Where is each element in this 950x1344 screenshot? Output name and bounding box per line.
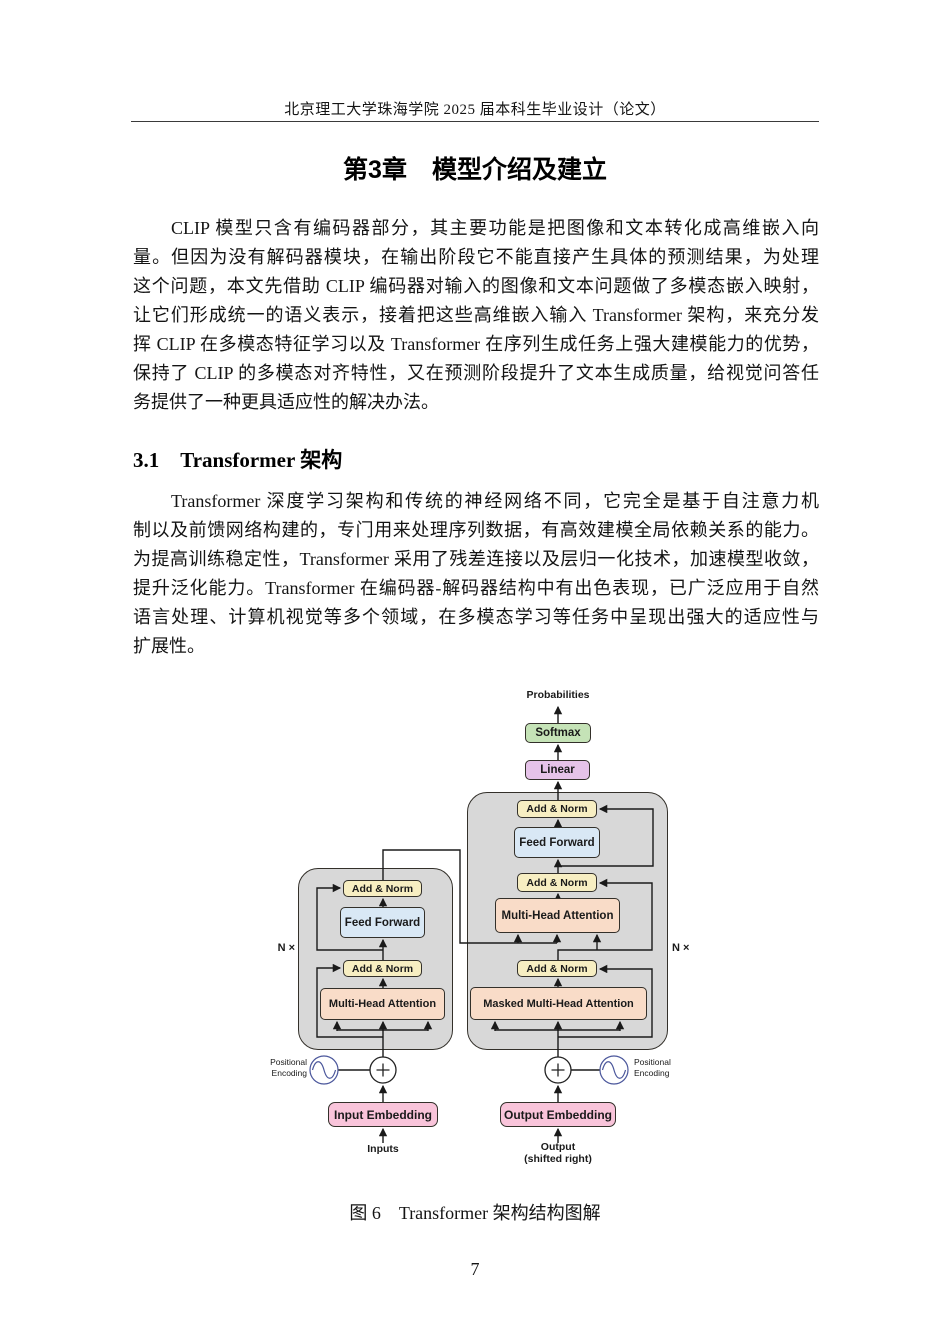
probabilities-label: Probabilities [526,689,590,701]
outputs-label: Output (shifted right) [498,1141,618,1165]
add-norm-box: Add & Norm [343,960,422,977]
text-line: 语言处理、计算机视觉等多个领域，在多模态学习等任务中呈现出强大的适应性与 [133,607,819,627]
n-times-label-left: N × [277,942,295,954]
paragraph-1: CLIP 模型只含有编码器部分，其主要功能是把图像和文本转化成高维嵌入向 量。但… [133,214,819,417]
output-text: Output [540,1141,576,1153]
positional-encoding-label-right: Positional Encoding [634,1057,694,1078]
shifted-right-text: (shifted right) [524,1153,592,1165]
text-line: 为提高训练稳定性，Transformer 采用了残差连接以及层归一化技术，加速模… [133,549,819,569]
text-line: 提升泛化能力。Transformer 在编码器-解码器结构中有出色表现，已广泛应… [133,578,819,598]
input-embedding-box: Input Embedding [328,1102,438,1127]
encoding-text: Encoding [634,1067,670,1078]
feed-forward-box: Feed Forward [514,827,600,858]
masked-multi-head-attention-box: Masked Multi-Head Attention [470,987,647,1020]
text-line: 量。但因为没有解码器模块，在输出阶段它不能直接产生具体的预测结果，为处理 [133,247,819,267]
section-heading: 3.1 Transformer 架构 [133,448,343,472]
text-line: 保持了 CLIP 的多模态对齐特性，又在预测阶段提升了文本生成质量，给视觉问答任 [133,363,819,383]
add-norm-box: Add & Norm [517,960,597,977]
multi-head-attention-box: Multi-Head Attention [320,988,445,1020]
positional-encoding-label-left: Positional Encoding [255,1057,307,1078]
inputs-label: Inputs [367,1143,399,1155]
multi-head-attention-box: Multi-Head Attention [495,898,620,933]
header-divider [131,121,819,122]
output-embedding-box: Output Embedding [500,1102,616,1127]
figure-caption: 图 6 Transformer 架构结构图解 [349,1203,601,1223]
sine-wave-icon [309,1055,339,1085]
add-norm-box: Add & Norm [517,873,597,892]
paragraph-2: Transformer 深度学习架构和传统的神经网络不同，它完全是基于自注意力机… [133,487,819,661]
add-norm-box: Add & Norm [343,880,422,897]
text-line: CLIP 模型只含有编码器部分，其主要功能是把图像和文本转化成高维嵌入向 [171,218,819,238]
header-title: 北京理工大学珠海学院 2025 届本科生毕业设计（论文） [284,102,666,118]
text-line: 让它们形成统一的语义表示，接着把这些高维嵌入输入 Transformer 架构，… [133,305,819,325]
text-line: 挥 CLIP 在多模态特征学习以及 Transformer 在序列生成任务上强大… [133,334,819,354]
chapter-title: 第3章 模型介绍及建立 [343,156,607,184]
text-line: 扩展性。 [133,636,205,656]
positional-text: Positional [270,1057,307,1067]
n-times-label-right: N × [672,942,690,954]
text-line: 这个问题，本文先借助 CLIP 编码器对输入的图像和文本问题做了多模态嵌入映射， [133,276,819,296]
text-line: 务提供了一种更具适应性的解决办法。 [133,392,439,412]
transformer-architecture-diagram: Probabilities Softmax Linear Add & Norm … [255,685,695,1185]
page-number: 7 [470,1259,480,1279]
add-norm-box: Add & Norm [517,800,597,818]
text-line: 制以及前馈网络构建的，专门用来处理序列数据，有高效建模全局依赖关系的能力。 [133,520,819,540]
sine-wave-icon [599,1055,629,1085]
encoding-text: Encoding [271,1067,307,1078]
plus-icon [369,1056,397,1084]
feed-forward-box: Feed Forward [340,907,425,938]
softmax-box: Softmax [525,723,591,743]
plus-icon [544,1056,572,1084]
text-line: Transformer 深度学习架构和传统的神经网络不同，它完全是基于自注意力机 [171,491,819,511]
linear-box: Linear [525,760,590,780]
diagram-connections [309,705,654,1143]
positional-text: Positional [634,1057,671,1067]
